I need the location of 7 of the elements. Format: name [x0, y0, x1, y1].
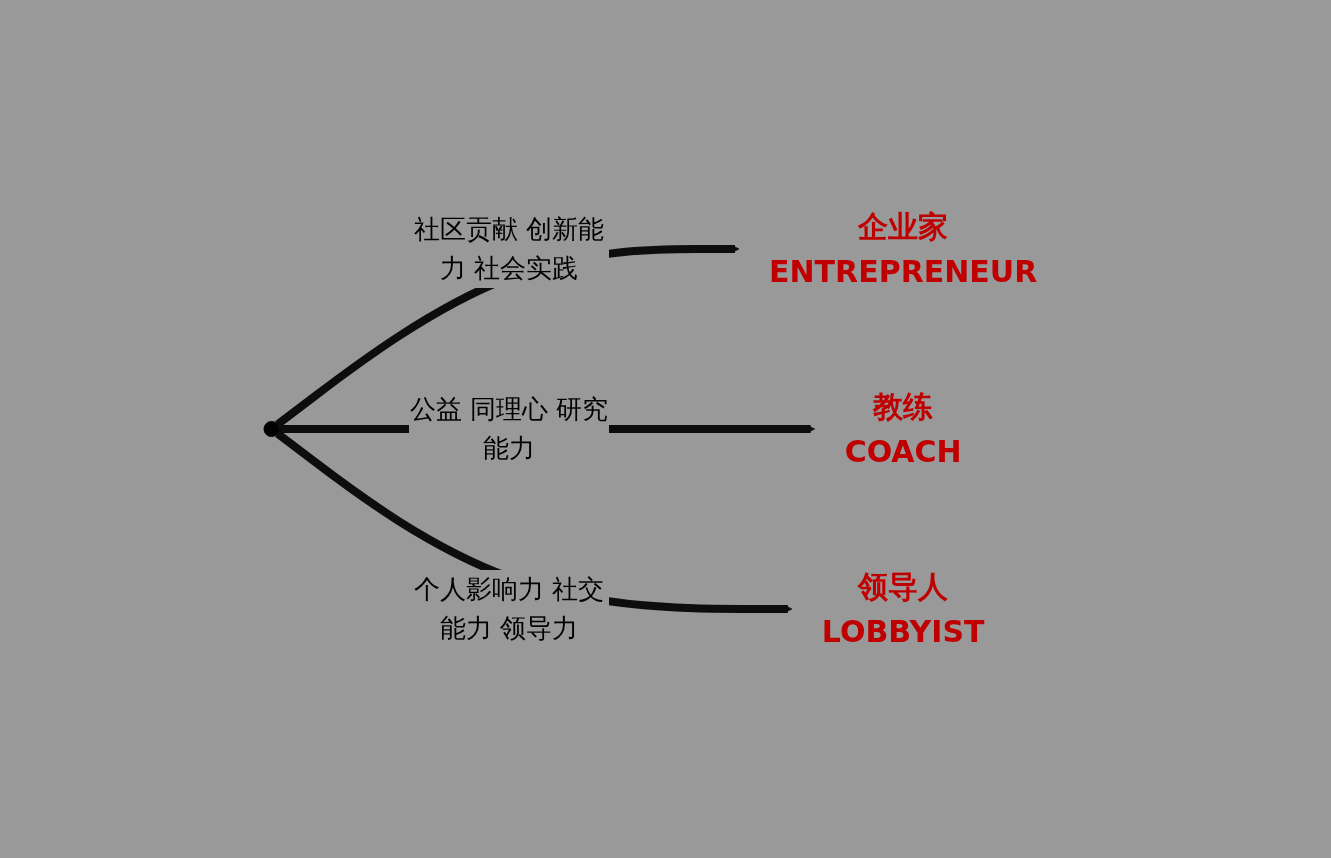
node-text: 企业家 ENTREPRENEUR	[768, 209, 1038, 289]
edge-label: 公益 同理心 研究能力	[409, 394, 609, 463]
node-circle	[263, 421, 280, 437]
edge-label: 社区贡献 创新能力 社会实践	[413, 214, 604, 283]
node-text: 教练 COACH	[844, 389, 962, 469]
edge-label: 个人影响力 社交能力 领导力	[413, 574, 604, 643]
node-text: 领导人 LOBBYIST	[821, 569, 985, 649]
